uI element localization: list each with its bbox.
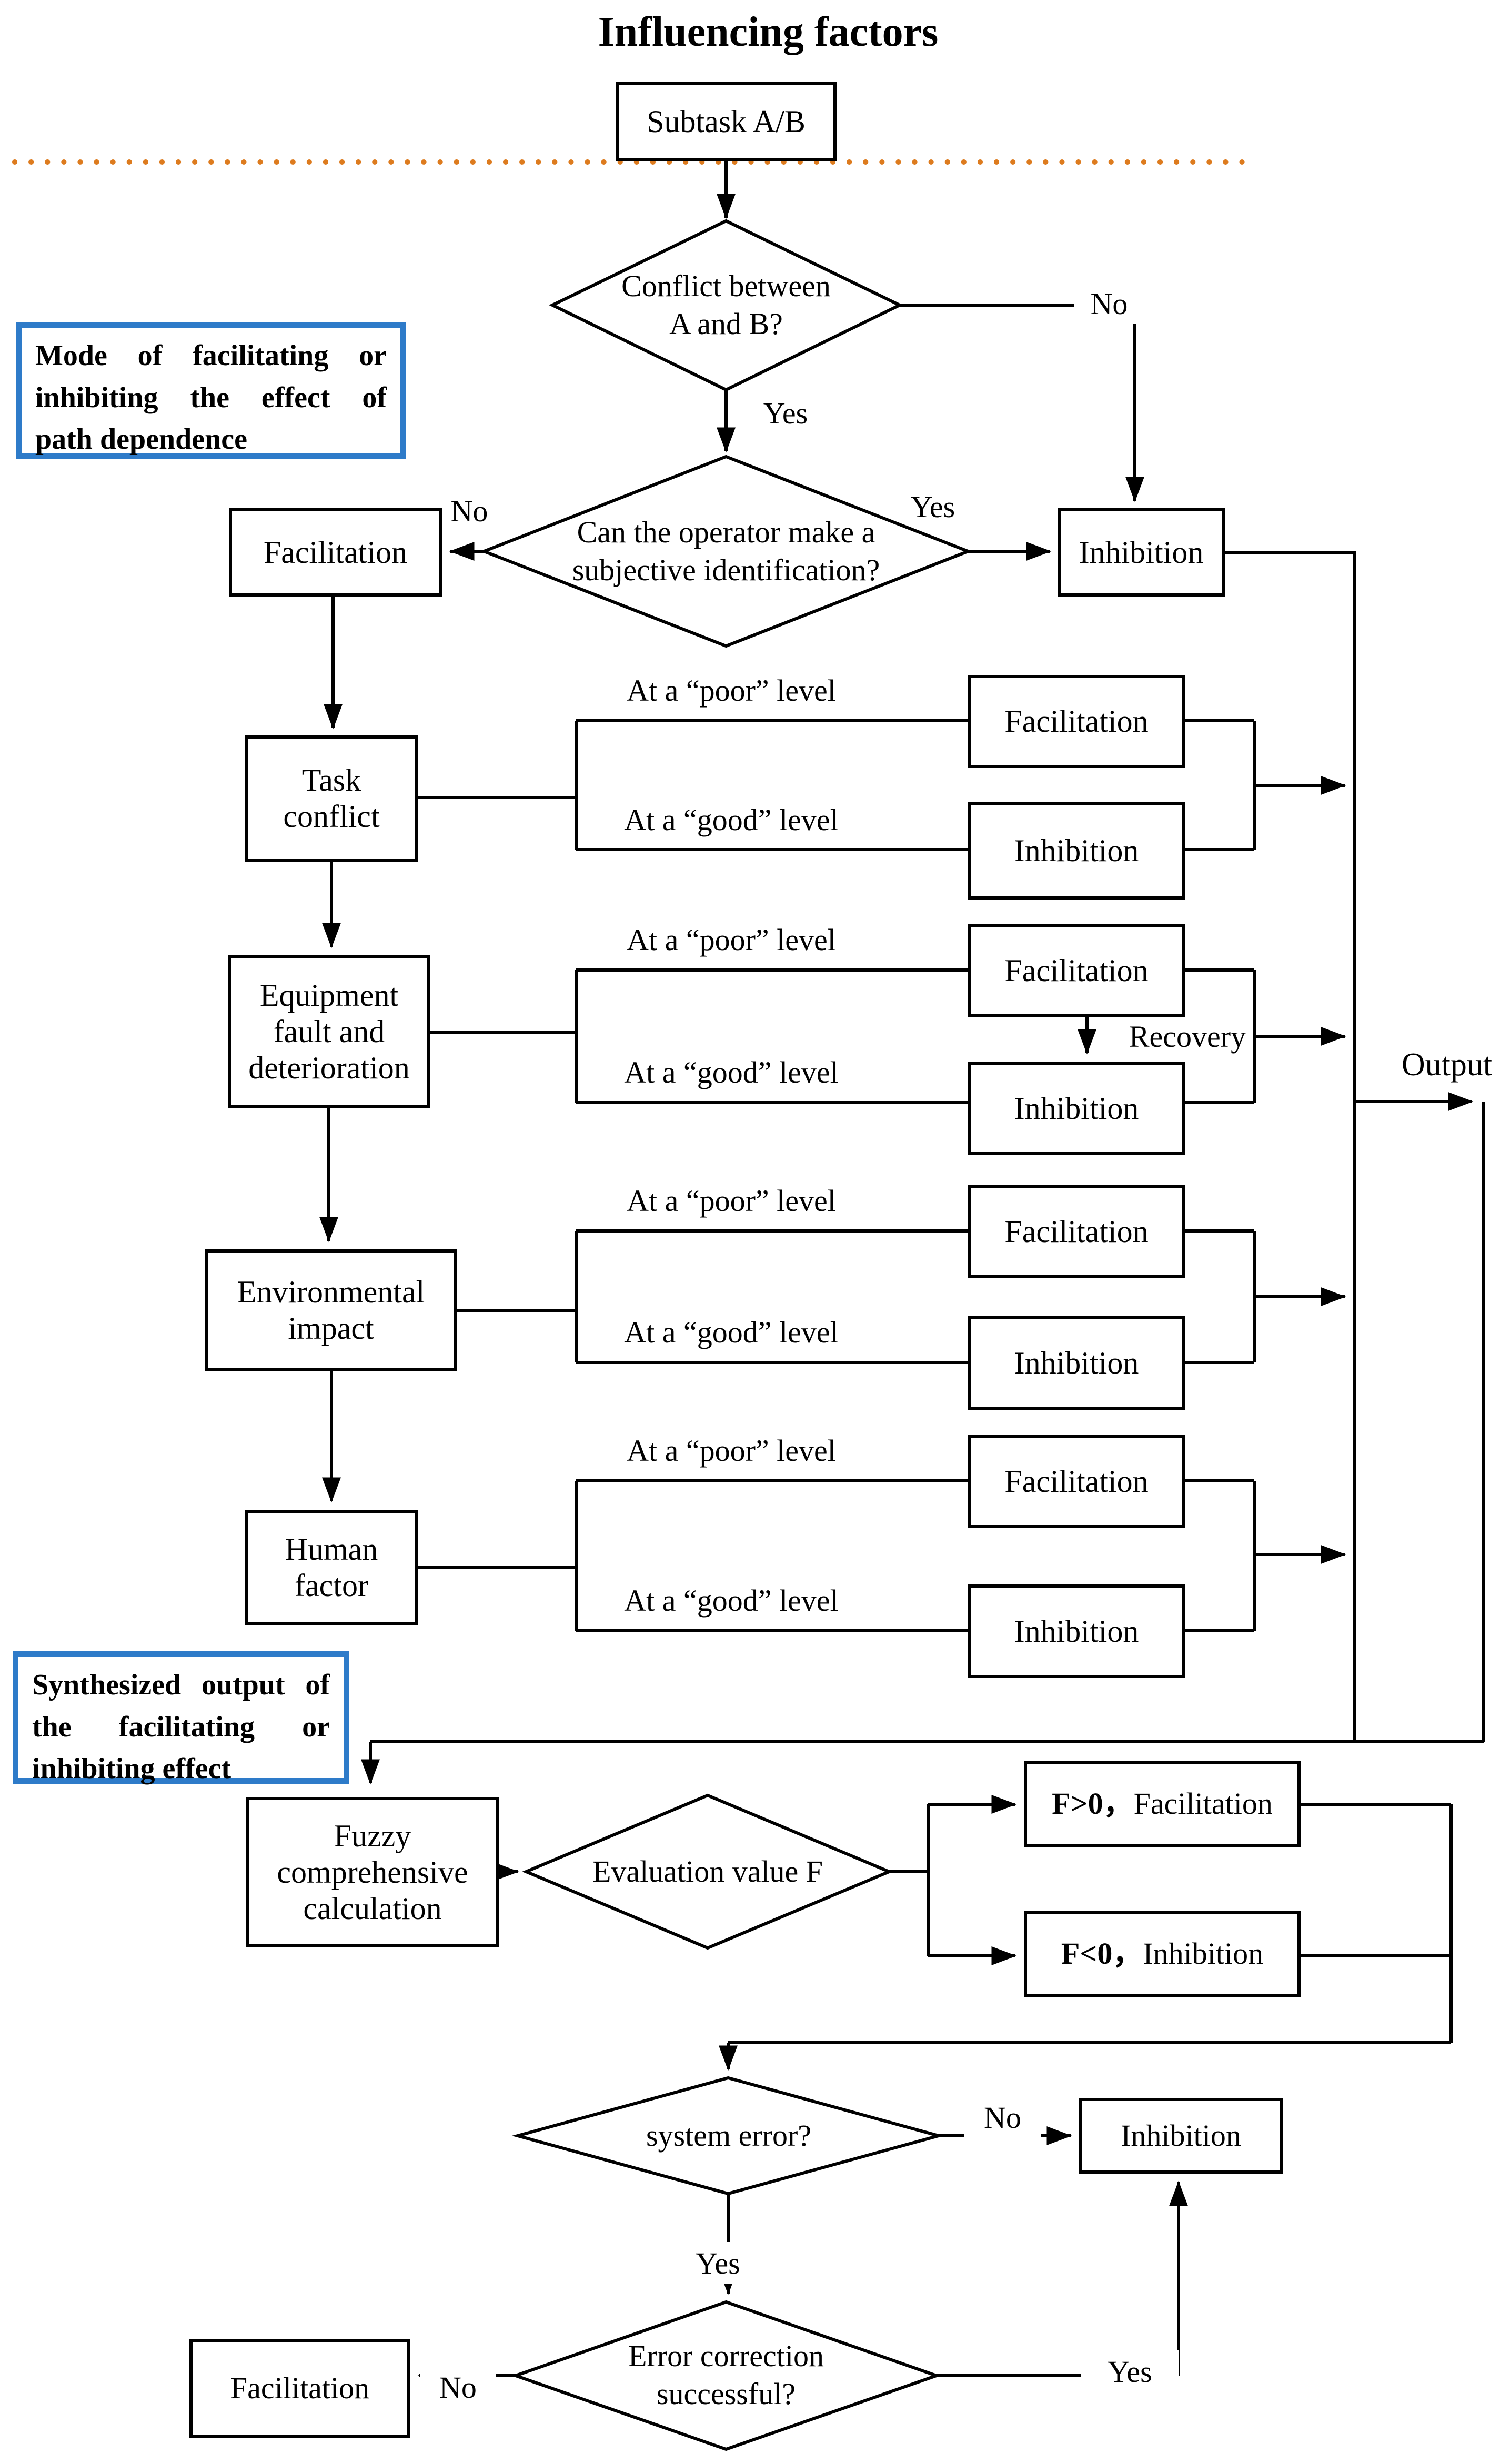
f-positive-box: F>0，Facilitation: [1024, 1761, 1301, 1847]
subtask-label: Subtask A/B: [647, 104, 806, 139]
f-negative-condition: F<0，: [1061, 1936, 1143, 1971]
question-line: Can the operator make a: [577, 514, 875, 549]
label-output: Output: [1401, 1047, 1493, 1083]
label-poor-row1: At a “poor” level: [627, 673, 836, 708]
mode-note-box: Mode of facilitating or inhibiting the e…: [16, 322, 406, 459]
label-good-row3: At a “good” level: [624, 1315, 839, 1349]
label-yes-conflict: Yes: [763, 396, 808, 430]
inhibition-box-top: Inhibition: [1058, 508, 1225, 597]
note-line: the facilitating or: [32, 1710, 330, 1743]
question-line: Conflict between: [621, 268, 831, 303]
label-yes-system-error: Yes: [669, 2242, 767, 2284]
decision-diamond-system-error: [511, 2076, 945, 2196]
note-line: inhibiting effect: [32, 1752, 231, 1785]
label-recovery: Recovery: [1129, 1019, 1246, 1054]
box-line: conflict: [283, 799, 380, 834]
inhibition-box-row3: Inhibition: [968, 1316, 1185, 1410]
box-label: Inhibition: [1121, 2118, 1241, 2153]
label-no-operator: No: [450, 494, 488, 528]
box-line: Environmental: [237, 1275, 425, 1309]
box-line: factor: [295, 1568, 368, 1603]
inhibition-box-row1: Inhibition: [968, 802, 1185, 900]
facilitation-box-row3: Facilitation: [968, 1185, 1185, 1278]
note-line: inhibiting the effect of: [35, 381, 387, 414]
label-good-row1: At a “good” level: [624, 802, 839, 837]
f-negative-result: Inhibition: [1143, 1936, 1264, 1971]
box-label: Facilitation: [1004, 1214, 1149, 1249]
operator-question-text: Can the operator make a subjective ident…: [489, 493, 963, 609]
box-label: Facilitation: [1004, 1464, 1149, 1499]
facilitation-box-row4: Facilitation: [968, 1435, 1185, 1528]
subtask-box: Subtask A/B: [616, 82, 837, 161]
system-error-text: system error?: [646, 2118, 812, 2153]
question-line: A and B?: [669, 307, 783, 341]
box-label: Facilitation: [1004, 704, 1149, 739]
box-label: Facilitation: [1004, 953, 1149, 988]
label-poor-row4: At a “poor” level: [627, 1433, 836, 1468]
box-line: Fuzzy: [334, 1818, 411, 1853]
facilitation-box-operator-no: Facilitation: [229, 508, 442, 597]
label-no-error-correction: No: [420, 2366, 496, 2408]
note-line: path dependence: [35, 423, 247, 456]
facilitation-box-row1: Facilitation: [968, 675, 1185, 768]
box-label: Facilitation: [230, 2371, 370, 2406]
decision-diamond-evaluation: [522, 1793, 893, 1950]
f-negative-box: F<0，Inhibition: [1024, 1911, 1301, 1997]
box-line: fault and: [273, 1014, 385, 1049]
box-label: Inhibition: [1014, 1090, 1139, 1126]
box-label: Inhibition: [1014, 1613, 1139, 1649]
label-poor-row2: At a “poor” level: [627, 922, 836, 957]
box-label: Inhibition: [1014, 1345, 1139, 1380]
f-positive-label: F>0，Facilitation: [1052, 1786, 1273, 1822]
label-poor-row3: At a “poor” level: [627, 1183, 836, 1218]
box-line: comprehensive: [277, 1854, 468, 1890]
human-factor-box: Human factor: [245, 1510, 418, 1625]
evaluation-value-text: Evaluation value F: [592, 1854, 823, 1889]
facilitation-box-row2: Facilitation: [968, 924, 1185, 1017]
box-label: Inhibition: [1079, 534, 1204, 570]
question-line: successful?: [656, 2377, 796, 2411]
label-good-row2: At a “good” level: [624, 1055, 839, 1089]
label-good-row4: At a “good” level: [624, 1583, 839, 1618]
label-no-conflict: No: [1074, 284, 1144, 324]
task-conflict-box: Task conflict: [245, 735, 418, 862]
f-positive-condition: F>0，: [1052, 1786, 1134, 1821]
error-correction-text: Error correction successful?: [542, 2317, 910, 2433]
label-yes-operator: Yes: [910, 490, 955, 524]
environmental-impact-box: Environmental impact: [205, 1249, 457, 1371]
inhibition-box-row2: Inhibition: [968, 1062, 1185, 1155]
f-negative-label: F<0，Inhibition: [1061, 1936, 1263, 1972]
diagram-title: Influencing factors: [598, 9, 939, 55]
inhibition-box-row4: Inhibition: [968, 1584, 1185, 1678]
box-line: calculation: [303, 1891, 442, 1926]
synthesized-note-box: Synthesized output of the facilitating o…: [13, 1651, 349, 1785]
question-line: Error correction: [628, 2338, 824, 2373]
decision-diamond-operator: [479, 455, 973, 648]
trunk-line: [1225, 551, 1356, 1742]
box-line: deterioration: [248, 1051, 410, 1085]
output-down-line: [370, 1102, 1485, 1743]
box-label: Inhibition: [1014, 833, 1139, 868]
note-line: Mode of facilitating or: [35, 339, 387, 372]
conflict-question-text: Conflict between A and B?: [552, 247, 900, 363]
label-no-system-error: No: [964, 2096, 1041, 2138]
equipment-fault-box: Equipment fault and deterioration: [228, 955, 430, 1108]
box-line: impact: [288, 1311, 374, 1346]
label-yes-error-correction: Yes: [1081, 2350, 1179, 2392]
box-line: Equipment: [259, 978, 399, 1013]
fuzzy-calculation-box: Fuzzy comprehensive calculation: [246, 1797, 499, 1947]
decision-diamond-conflict: [549, 219, 903, 392]
facilitation-box-error-correction: Facilitation: [189, 2339, 410, 2438]
f-positive-result: Facilitation: [1133, 1786, 1273, 1821]
note-line: Synthesized output of: [32, 1669, 330, 1701]
box-label: Facilitation: [263, 534, 408, 570]
box-line: Task: [301, 763, 361, 797]
box-line: Human: [285, 1532, 378, 1567]
decision-diamond-error-correction: [510, 2300, 942, 2451]
inhibition-box-system-error: Inhibition: [1079, 2098, 1283, 2174]
question-line: subjective identification?: [572, 553, 880, 587]
